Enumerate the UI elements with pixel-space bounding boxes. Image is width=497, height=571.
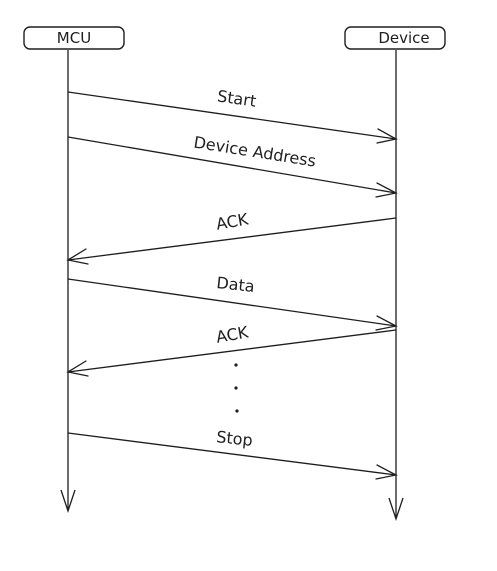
ellipsis-dot [235,409,239,413]
message-ack-1: ACK [66,209,397,265]
message-data-label: Data [216,273,256,296]
actor-device-label: Device [378,29,429,47]
ellipsis-dot [234,363,238,367]
message-ack-1-label: ACK [214,209,250,233]
message-device-address: Device Address [67,133,398,198]
ellipsis-dot [234,386,238,390]
lifeline-device [388,50,404,522]
actor-device-box [344,26,446,50]
lifeline-mcu [60,50,76,514]
message-stop-label: Stop [215,427,253,450]
actor-mcu: MCU [23,26,125,50]
message-stop: Stop [67,427,398,480]
message-ack-2-label: ACK [214,322,250,346]
message-ack-2: ACK [66,322,397,377]
message-start-label: Start [216,86,257,110]
actor-device: Device [344,26,446,50]
actor-mcu-label: MCU [57,29,91,47]
message-device-address-label: Device Address [192,133,317,171]
ellipsis [234,363,239,413]
message-start: Start [67,86,398,144]
actor-mcu-box [23,26,125,50]
message-data: Data [67,273,398,331]
